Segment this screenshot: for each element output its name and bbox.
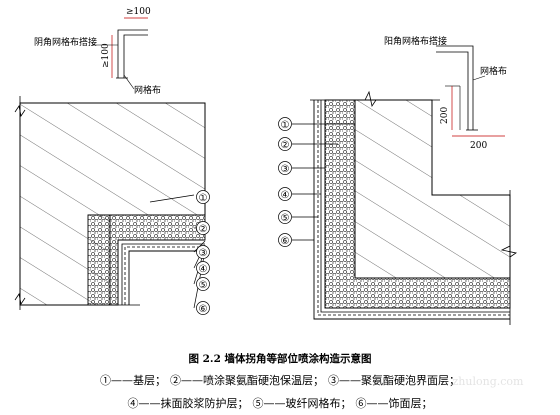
left-callout-3: ③: [199, 248, 208, 259]
callout-circle: [278, 210, 292, 224]
callout-circle: [278, 117, 292, 131]
left-mesh-overlap-detail: ≥100 ≥100 阴角网格布搭接 网格布: [34, 7, 161, 96]
right-wall-break-top: [310, 90, 440, 108]
callout-circle: [196, 301, 210, 315]
right-detail-label: 阳角网格布搭接: [384, 35, 447, 47]
left-mortar-layer: [121, 243, 205, 305]
legend-item-5: ⑤——玻纤网格布；: [252, 397, 352, 410]
right-dim-horizontal: 200: [470, 141, 487, 151]
callout-circle: [278, 233, 292, 247]
right-base-wall: [354, 99, 511, 279]
figure-caption: 图 2.2 墙体拐角等部位喷涂构造示意图: [188, 353, 372, 365]
right-mesh-overlap-detail: 200 200 阳角网格布搭接 网格布: [384, 35, 507, 151]
callout-circle: [278, 161, 292, 175]
right-finish-layer: [313, 100, 510, 320]
callout-circle: [278, 137, 292, 151]
right-callout-1: ①: [281, 120, 290, 131]
left-callout-6: ⑥: [199, 304, 208, 315]
left-callout-2: ②: [199, 224, 208, 235]
right-mesh-layer: [317, 100, 510, 316]
left-inside-corner-diagram: ① ② ③ ④ ⑤ ⑥: [14, 96, 210, 315]
left-mesh-layer: [124, 246, 205, 305]
left-wall-break-mark: [14, 104, 26, 118]
callout-circle: [196, 221, 210, 235]
legend-line-1: ①——基层； ②——喷涂聚氨酯硬泡保温层； ③——聚氨酯硬泡界面层；: [0, 372, 560, 388]
right-mesh-label: 网格布: [480, 65, 507, 77]
right-outside-corner-diagram: ① ② ③ ④ ⑤ ⑥: [278, 90, 518, 325]
left-callout-1: ①: [199, 193, 208, 204]
callout-circle: [196, 277, 210, 291]
right-wall-break-side: [500, 190, 518, 325]
left-dim-horizontal: ≥100: [126, 7, 151, 17]
callout-circle: [196, 190, 210, 204]
left-mesh-label: 网格布: [134, 84, 161, 96]
callout-circle: [196, 261, 210, 275]
left-callout-5: ⑤: [199, 280, 208, 291]
legend-item-4: ④——抹面胶浆防护层；: [127, 397, 249, 410]
left-detail-label: 阴角网格布搭接: [34, 36, 97, 48]
right-callout-5: ⑤: [281, 213, 290, 224]
left-interface-layer: [117, 239, 205, 305]
callout-circle: [196, 245, 210, 259]
left-callout-4: ④: [199, 264, 208, 275]
callout-circle: [278, 187, 292, 201]
left-dim-vertical: ≥100: [101, 43, 111, 68]
legend-item-6: ⑥——饰面层；: [355, 397, 433, 410]
left-foam-layer: [87, 214, 206, 306]
right-callout-3: ③: [281, 164, 290, 175]
legend-line-2: ④——抹面胶浆防护层；⑤——玻纤网格布；⑥——饰面层；: [0, 395, 560, 411]
right-interface-layer: [324, 100, 510, 309]
right-callout-leaders: [292, 123, 355, 241]
legend-item-2: ②——喷涂聚氨酯硬泡保温层；: [170, 374, 324, 387]
right-dim-vertical: 200: [440, 107, 450, 124]
legend-item-3: ③——聚氨酯硬泡界面层；: [328, 374, 460, 387]
left-wall-break-mark-bottom: [14, 292, 26, 306]
left-finish-layer: [128, 250, 205, 305]
right-callout-6: ⑥: [281, 236, 290, 247]
right-callout-2: ②: [281, 140, 290, 151]
right-mortar-layer: [320, 100, 510, 313]
watermark: zhulong.com: [453, 375, 525, 388]
right-callout-4: ④: [281, 190, 290, 201]
legend-item-1: ①——基层；: [100, 374, 166, 387]
